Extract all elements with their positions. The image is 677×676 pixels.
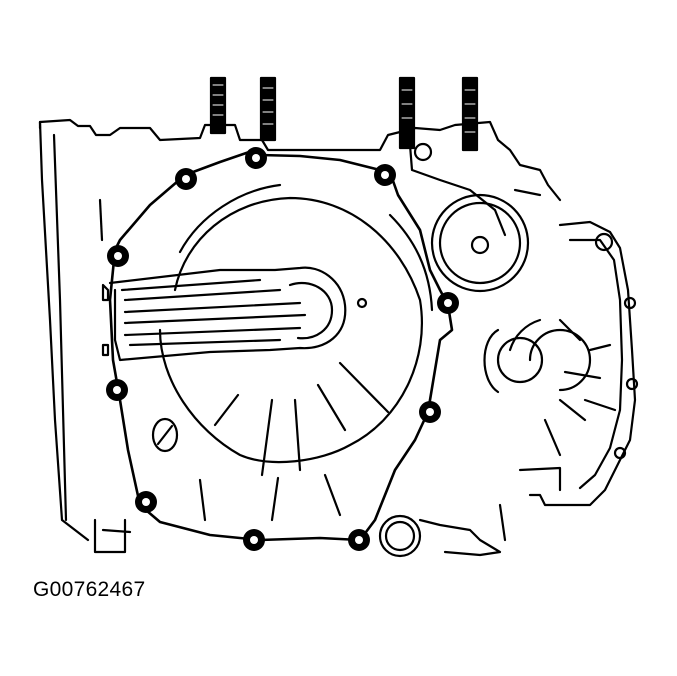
studs bbox=[211, 78, 477, 150]
bolt bbox=[374, 164, 396, 186]
bolt bbox=[135, 491, 157, 513]
bolt bbox=[245, 147, 267, 169]
bolt bbox=[107, 245, 129, 267]
bolt bbox=[419, 401, 441, 423]
bolt bbox=[437, 292, 459, 314]
transmission-case bbox=[40, 120, 637, 555]
bolt bbox=[175, 168, 197, 190]
stud bbox=[463, 78, 477, 150]
cover-bolts bbox=[106, 147, 459, 551]
side-cover bbox=[110, 146, 570, 540]
bolt bbox=[243, 529, 265, 551]
bolt bbox=[106, 379, 128, 401]
bolt bbox=[348, 529, 370, 551]
figure-caption: G00762467 bbox=[33, 578, 146, 601]
stud bbox=[261, 78, 275, 140]
stud bbox=[400, 78, 414, 148]
stud bbox=[211, 78, 225, 133]
fluid-channel-arm bbox=[103, 268, 345, 360]
fill-plug bbox=[380, 516, 420, 556]
output-shaft-boss bbox=[432, 195, 542, 392]
